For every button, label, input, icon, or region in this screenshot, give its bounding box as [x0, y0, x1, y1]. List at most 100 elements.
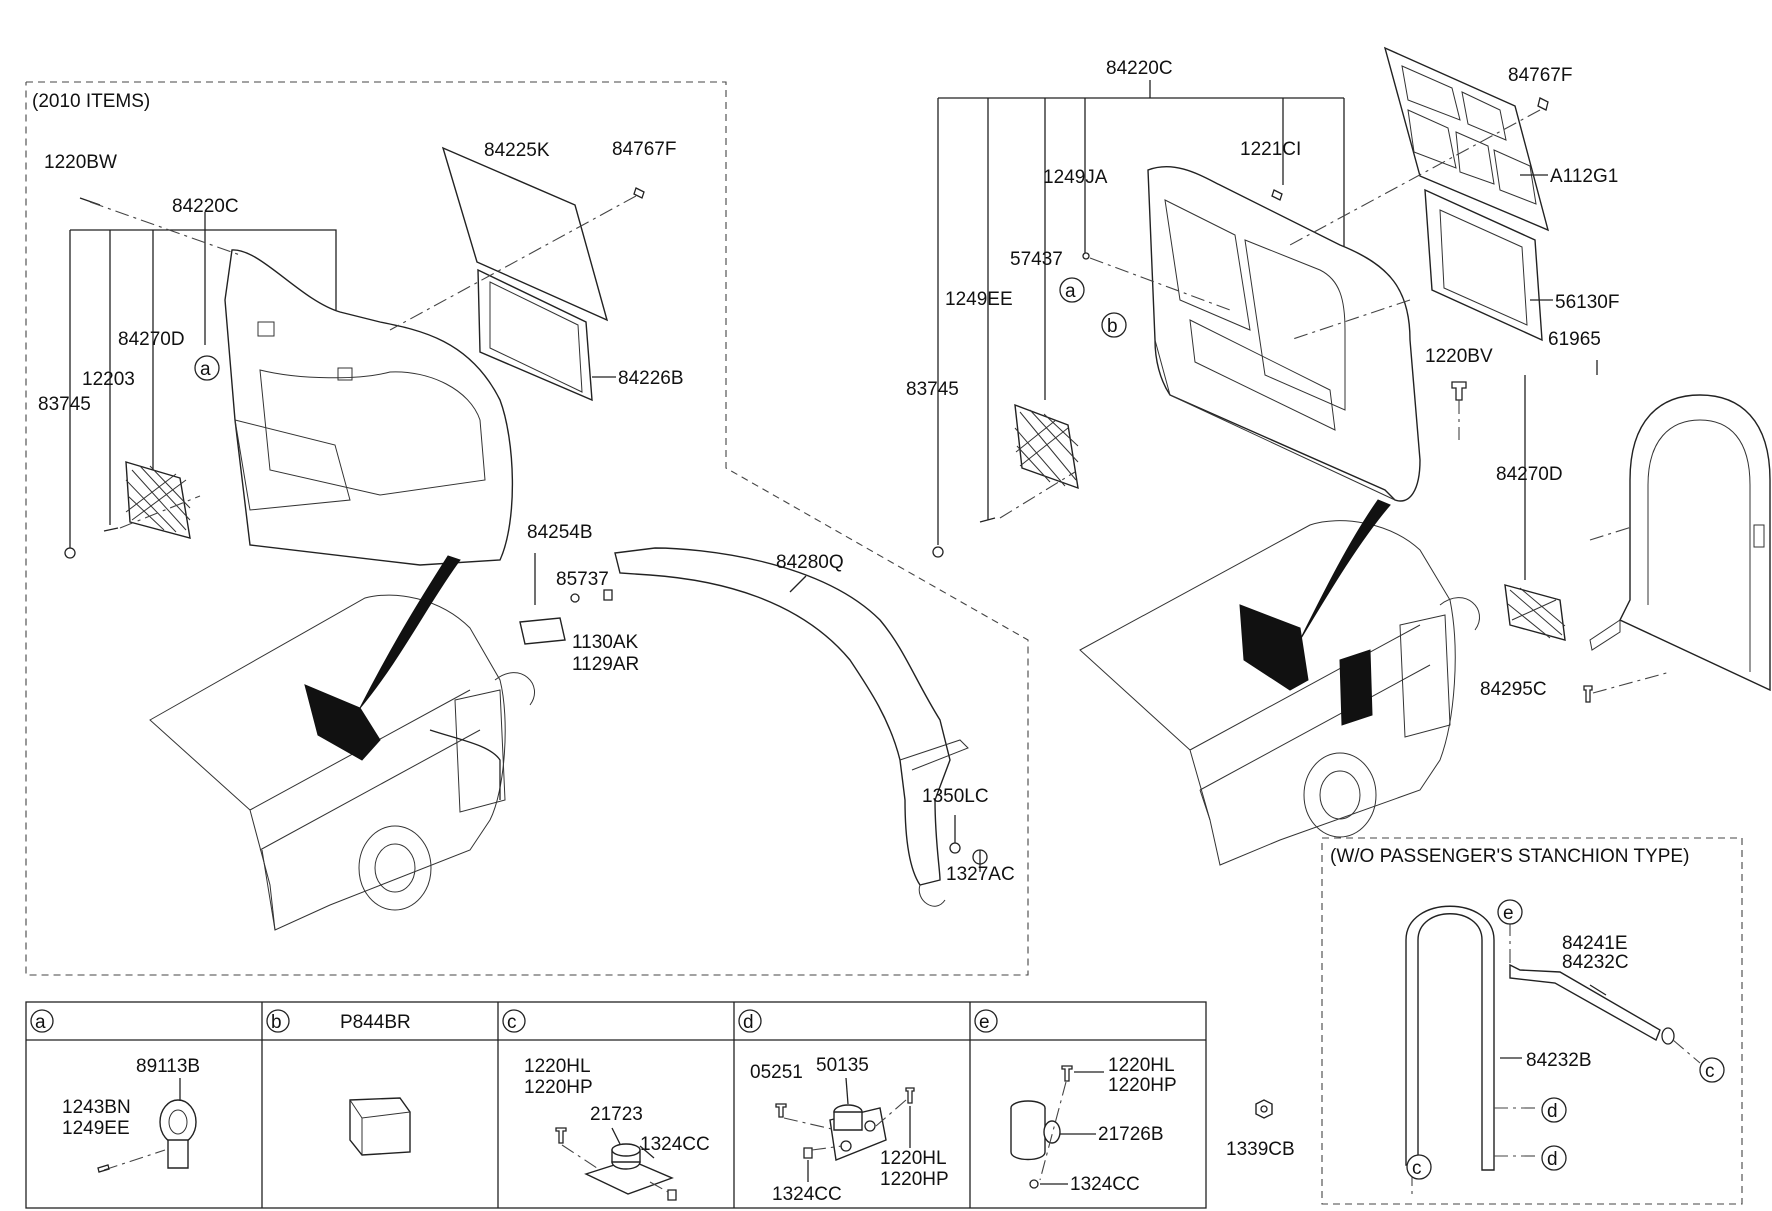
bolt-1249ee-detail: [97, 1164, 110, 1173]
svg-text:b: b: [1107, 316, 1118, 337]
label-83745-left: 83745: [38, 394, 91, 415]
label-21723: 21723: [590, 1104, 643, 1125]
svg-text:a: a: [35, 1012, 46, 1033]
marker-e-stanchion: [1497, 899, 1523, 925]
detail-cell-b: b P844BR: [266, 1009, 411, 1156]
cross-bar-84241e: [1509, 963, 1661, 1042]
label-1249ee-detail: 1249EE: [62, 1118, 130, 1139]
right-group: a b 84220C 84767F 1249JA 1221CI A112G1 5…: [906, 46, 1771, 866]
clamp-21726b: [1010, 1108, 1046, 1161]
screw-1249ee-right: [979, 517, 996, 523]
svg-text:c: c: [1705, 1061, 1715, 1082]
detail-cell-d: d 05251 50135 1220HL 1220HP 1324CC: [738, 1009, 949, 1205]
van-body-right: [1079, 520, 1456, 866]
clip-1220bv: [1451, 381, 1467, 401]
label-1327ac: 1327AC: [946, 864, 1015, 885]
loose-part-1339cb: 1339CB: [1226, 1099, 1295, 1160]
door-trim-61965: [1619, 394, 1771, 692]
label-1220bv: 1220BV: [1425, 346, 1493, 367]
detail-cell-c: c 1220HL 1220HP 21723 1324CC: [502, 1009, 710, 1201]
label-1249ja: 1249JA: [1043, 167, 1108, 188]
label-1220hl-c: 1220HL: [524, 1056, 591, 1077]
marker-c-stanchion-bottom: [1406, 1154, 1432, 1180]
bolt-05251: [775, 1103, 787, 1118]
bracket-84220c-left: [70, 229, 337, 310]
detail-cell-a: a 89113B 1243BN 1249EE: [30, 1009, 200, 1173]
detail-cell-e: e 1220HL 1220HP 21726B 1324CC: [974, 1009, 1177, 1195]
bolt-1220hl-e: [1061, 1065, 1073, 1082]
pillar-trim-84280q: [614, 547, 951, 886]
plug-p844br: [349, 1097, 411, 1156]
label-1129ar: 1129AR: [572, 654, 639, 675]
callout-arrow-left: [359, 555, 461, 709]
label-1249ee-right: 1249EE: [945, 289, 1013, 310]
stanchion-tube-84232b: [1405, 905, 1495, 1171]
stanchion-title: (W/O PASSENGER'S STANCHION TYPE): [1330, 846, 1689, 867]
detail-marker-e: [974, 1009, 998, 1033]
left-group: (2010 ITEMS): [25, 81, 1029, 976]
access-cover-84225k: [441, 146, 609, 322]
window-opening-right: [1339, 649, 1373, 726]
detail-marker-c: [502, 1009, 526, 1033]
marker-b-right: [1101, 312, 1127, 338]
label-85737: 85737: [556, 569, 609, 590]
label-1350lc: 1350LC: [922, 786, 989, 807]
label-84220c-left: 84220C: [172, 196, 239, 217]
label-1220hp-e: 1220HP: [1108, 1075, 1177, 1096]
detail-marker-a: [30, 1009, 54, 1033]
label-1221ci: 1221CI: [1240, 139, 1301, 160]
wheel-left: [358, 825, 432, 911]
screw-1324cc-e: [1029, 1179, 1039, 1189]
label-89113b: 89113B: [136, 1056, 200, 1077]
detail-table: a 89113B 1243BN 1249EE b P844BR c 1220HL…: [25, 1001, 1207, 1209]
detail-marker-b: [266, 1009, 290, 1033]
screw-84767f-right: [1537, 97, 1549, 111]
grommet-83745-right: [932, 546, 944, 558]
label-84232c: 84232C: [1562, 952, 1629, 973]
access-cover-84226b: [477, 268, 593, 402]
van-body-left: [149, 594, 506, 931]
clip-1350lc: [949, 842, 961, 854]
screw-84295c: [1583, 685, 1593, 703]
bolt-1249ja: [1082, 252, 1090, 260]
label-84767f-right: 84767F: [1508, 65, 1572, 86]
label-21726b: 21726B: [1098, 1124, 1164, 1145]
svg-text:e: e: [979, 1012, 990, 1033]
stanchion-frame: [1321, 837, 1743, 1205]
marker-a-right: [1059, 277, 1085, 303]
label-84241e: 84241E: [1562, 933, 1628, 954]
label-05251: 05251: [750, 1062, 803, 1083]
label-84270d-left: 84270D: [118, 329, 185, 350]
label-84295c: 84295C: [1480, 679, 1547, 700]
svg-text:d: d: [1547, 1101, 1558, 1122]
left-group-title: (2010 ITEMS): [32, 91, 150, 112]
marker-d-stanchion-lower: [1541, 1145, 1567, 1171]
detail-marker-d: [738, 1009, 762, 1033]
label-61965: 61965: [1548, 329, 1601, 350]
label-84270d-right: 84270D: [1496, 464, 1563, 485]
screw-1221ci: [1271, 189, 1283, 201]
callout-arrow-right: [1299, 499, 1391, 641]
label-50135: 50135: [816, 1055, 869, 1076]
screw-1324cc-d: [803, 1147, 813, 1159]
label-1243bn: 1243BN: [62, 1097, 131, 1118]
svg-text:d: d: [1547, 1149, 1558, 1170]
label-1324cc-c: 1324CC: [640, 1134, 710, 1155]
label-84767f-left: 84767F: [612, 139, 676, 160]
label-57437: 57437: [1010, 249, 1063, 270]
rear-trim-panel: [224, 249, 514, 566]
bolt-1220hl-c: [555, 1127, 567, 1144]
label-83745-right: 83745: [906, 379, 959, 400]
label-1220hp-d: 1220HP: [880, 1169, 949, 1190]
svg-text:c: c: [507, 1012, 517, 1033]
highlight-area-left: [304, 684, 381, 761]
label-a112g1: A112G1: [1550, 166, 1618, 187]
label-1324cc-e: 1324CC: [1070, 1174, 1140, 1195]
highlight-area-right: [1239, 604, 1309, 691]
label-84232b: 84232B: [1526, 1050, 1592, 1071]
bolt-1130ak: [603, 589, 613, 601]
grommet-83745-left: [64, 547, 76, 559]
svg-text:e: e: [1503, 903, 1514, 924]
stanchion-group: (W/O PASSENGER'S STANCHION TYPE) e c d d…: [1321, 837, 1743, 1205]
